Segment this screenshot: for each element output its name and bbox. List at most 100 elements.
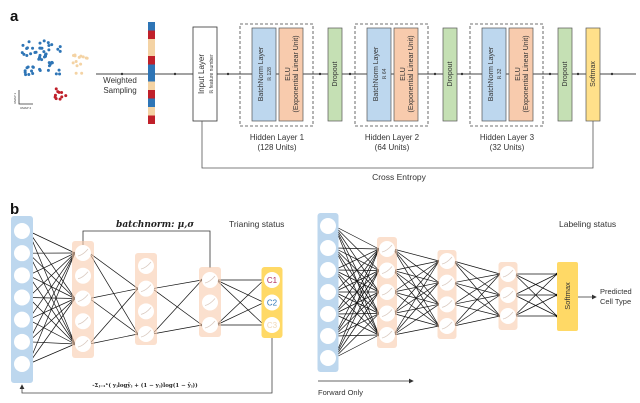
training-net-layer-3 (199, 267, 221, 337)
cell-dot (74, 71, 78, 75)
cell-dot (54, 72, 58, 76)
cell-dot (20, 51, 24, 55)
neuron (439, 253, 455, 269)
cell-dot (54, 97, 58, 101)
svg-text:ℝ 32: ℝ 32 (497, 68, 503, 79)
sample-cell (148, 98, 155, 107)
cell-dot (31, 65, 35, 69)
neuron (320, 218, 336, 234)
batchnorm-note: batchnorm: μ,σ (116, 220, 194, 230)
class-label: C3 (267, 321, 278, 330)
cross-entropy-loop (201, 121, 594, 169)
svg-text:UMAP 1: UMAP 1 (13, 93, 17, 104)
neuron (202, 317, 218, 333)
labeling-net-layer-3 (498, 262, 518, 330)
neuron (439, 296, 455, 313)
batchnorm-layer (251, 27, 277, 122)
svg-text:(64 Units): (64 Units) (375, 143, 410, 152)
cell-dot (38, 69, 42, 73)
cell-dot (84, 56, 88, 60)
cell-dot (73, 53, 77, 57)
sample-cell (148, 56, 155, 65)
dropout-2: Dropout (442, 27, 458, 122)
svg-text:Hidden Layer 1: Hidden Layer 1 (250, 133, 305, 142)
neuron (202, 294, 218, 311)
svg-text:BatchNorm Layer: BatchNorm Layer (258, 46, 265, 101)
neuron (14, 223, 30, 239)
cell-dot (50, 43, 54, 47)
cell-dot (48, 62, 52, 66)
cell-dot (46, 68, 50, 72)
cell-dot (58, 72, 62, 76)
svg-text:Dropout: Dropout (332, 61, 339, 86)
cell-dot (42, 50, 46, 54)
elu-layer (278, 27, 304, 122)
cell-dot (33, 51, 37, 55)
cell-dot (74, 60, 78, 64)
cell-dot (58, 49, 62, 53)
panel-b-label: b (10, 201, 19, 218)
cell-dot (25, 46, 29, 50)
sample-cell (148, 115, 155, 124)
sample-cell (148, 73, 155, 82)
neuron (14, 245, 30, 262)
neuron (320, 328, 336, 344)
neuron (138, 303, 154, 320)
cell-dot (38, 53, 42, 57)
cell-dot (21, 43, 25, 47)
svg-text:ELU: ELU (515, 67, 522, 81)
neuron (138, 326, 154, 342)
weighted-sampling-label: Weighted (103, 76, 137, 85)
cell-dot (53, 93, 57, 97)
cell-dot (75, 64, 79, 68)
neuron (320, 240, 336, 256)
svg-text:Hidden Layer 3: Hidden Layer 3 (480, 133, 535, 142)
umap-scatter (20, 39, 89, 101)
training-net-layer-1 (72, 241, 94, 358)
softmax-block: Softmax (585, 27, 601, 122)
cell-dot (27, 40, 31, 44)
svg-text:BatchNorm Layer: BatchNorm Layer (373, 46, 380, 101)
forward-only-label: Forward Only (318, 388, 363, 397)
cell-dot (56, 47, 60, 51)
neuron (264, 317, 280, 333)
neuron (75, 313, 91, 330)
neuron (439, 274, 455, 291)
neuron (75, 245, 91, 261)
cell-dot (47, 48, 51, 52)
cell-dot (30, 69, 34, 73)
cell-dot (58, 45, 62, 49)
labeling-net-layer-0 (317, 213, 339, 372)
elu-layer (508, 27, 534, 122)
dropout-3: Dropout (557, 27, 573, 122)
svg-text:UMAP 2: UMAP 2 (20, 106, 31, 110)
neuron (439, 318, 455, 334)
neuron (264, 294, 280, 311)
cross-entropy-label: Cross Entropy (372, 172, 427, 182)
svg-text:ELU: ELU (285, 67, 292, 81)
backprop-arrow (19, 338, 273, 394)
labeling-net-layer-2 (437, 250, 457, 339)
training-status-title: Trianing status (229, 219, 284, 229)
cell-dot (46, 41, 50, 45)
neuron (14, 356, 30, 372)
svg-text:(128 Units): (128 Units) (257, 143, 296, 152)
neuron (14, 333, 30, 350)
cell-dot (64, 94, 68, 98)
training-net-layer-2 (135, 253, 157, 345)
cell-dot (54, 87, 58, 91)
cell-dot (27, 72, 31, 76)
cell-dot (81, 55, 85, 59)
neuron (202, 272, 218, 288)
svg-text:(Exponential Linear Unit): (Exponential Linear Unit) (408, 35, 415, 112)
elu-layer (393, 27, 419, 122)
svg-text:Hidden Layer 2: Hidden Layer 2 (365, 133, 420, 142)
cell-dot (31, 46, 35, 50)
svg-text:(Exponential Linear Unit): (Exponential Linear Unit) (293, 35, 300, 112)
cell-dot (77, 55, 81, 59)
cell-dot (71, 61, 75, 65)
sampled-batch-bar (148, 22, 155, 124)
